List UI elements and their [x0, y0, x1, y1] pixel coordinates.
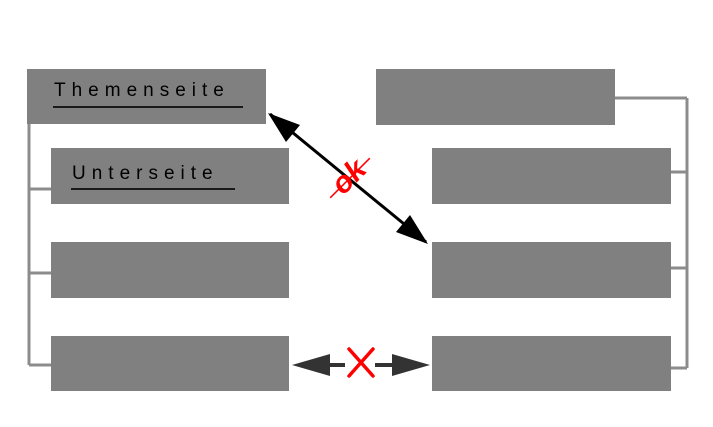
not-allowed-label: × [361, 368, 362, 371]
left-child-label: Unterseite [72, 163, 219, 184]
left-tree-connector [27, 124, 51, 367]
left-parent-underline [53, 106, 243, 108]
ok-annotation: ok [325, 152, 374, 201]
diagonal-double-arrow [268, 112, 428, 244]
left-parent-box [27, 69, 266, 124]
right-parent-box [376, 69, 615, 125]
left-child-underline [71, 188, 235, 190]
left-child-box-3 [51, 336, 289, 391]
right-child-box-2 [432, 242, 671, 298]
right-tree-connector [614, 96, 689, 370]
right-child-box-1 [432, 148, 671, 204]
right-child-box-3 [432, 336, 671, 391]
left-parent-label: Themenseite [54, 80, 230, 101]
left-child-box-1 [51, 148, 289, 204]
horizontal-double-arrow [292, 354, 430, 376]
not-allowed-mark [347, 347, 375, 378]
left-child-box-2 [51, 242, 289, 298]
